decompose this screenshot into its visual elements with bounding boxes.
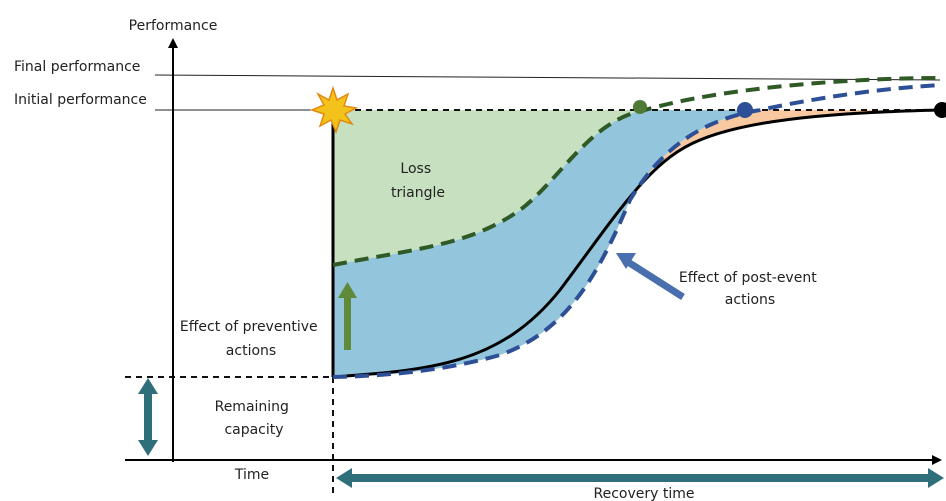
- preventive-actions-label-line2: actions: [226, 343, 276, 359]
- initial-performance-label: Initial performance: [14, 92, 147, 108]
- loss-triangle-label-line1: Loss: [400, 161, 431, 177]
- y-axis-label: Performance: [129, 18, 218, 34]
- remaining-capacity-arrow-top: [138, 378, 158, 394]
- remaining-capacity-label-line2: capacity: [224, 422, 283, 438]
- recovery-time-arrow-right: [928, 468, 944, 488]
- loss-triangle-label-line2: triangle: [391, 185, 445, 201]
- post-event-curve: [332, 83, 941, 379]
- loss-triangle-label: Loss triangle: [391, 161, 445, 201]
- preventive-arrow-shaft: [344, 296, 351, 350]
- baseline-recovery-point: [934, 102, 946, 118]
- preventive-curve: [332, 76, 941, 267]
- recovery-time-arrow-left: [336, 468, 352, 488]
- remaining-capacity-label: Remaining capacity: [215, 399, 294, 438]
- x-axis-label: Time: [234, 467, 269, 483]
- remaining-capacity-arrow-bottom: [138, 440, 158, 456]
- post-event-actions-label-line1: Effect of post-event: [679, 270, 817, 286]
- post-event-recovery-point: [737, 102, 753, 118]
- loss-triangle-region: [333, 110, 645, 265]
- remaining-capacity-label-line1: Remaining: [215, 399, 289, 415]
- preventive-actions-label-line1: Effect of preventive: [180, 319, 318, 335]
- post-event-arrow-shaft: [626, 259, 685, 300]
- explosion-star-icon: [309, 85, 359, 135]
- recovery-time-arrow-shaft: [350, 474, 930, 482]
- preventive-arrow-head: [338, 282, 357, 298]
- post-event-actions-label-line2: actions: [725, 292, 775, 308]
- final-performance-line: [154, 74, 941, 81]
- final-performance-label: Final performance: [14, 59, 140, 75]
- remaining-capacity-arrow-shaft: [144, 392, 152, 442]
- recovery-time-label: Recovery time: [594, 486, 695, 501]
- post-event-arrow-head: [616, 253, 636, 269]
- preventive-actions-label: Effect of preventive actions: [180, 319, 322, 359]
- blue-region: [333, 110, 760, 377]
- preventive-recovery-point: [633, 100, 647, 114]
- post-event-actions-label: Effect of post-event actions: [679, 270, 821, 308]
